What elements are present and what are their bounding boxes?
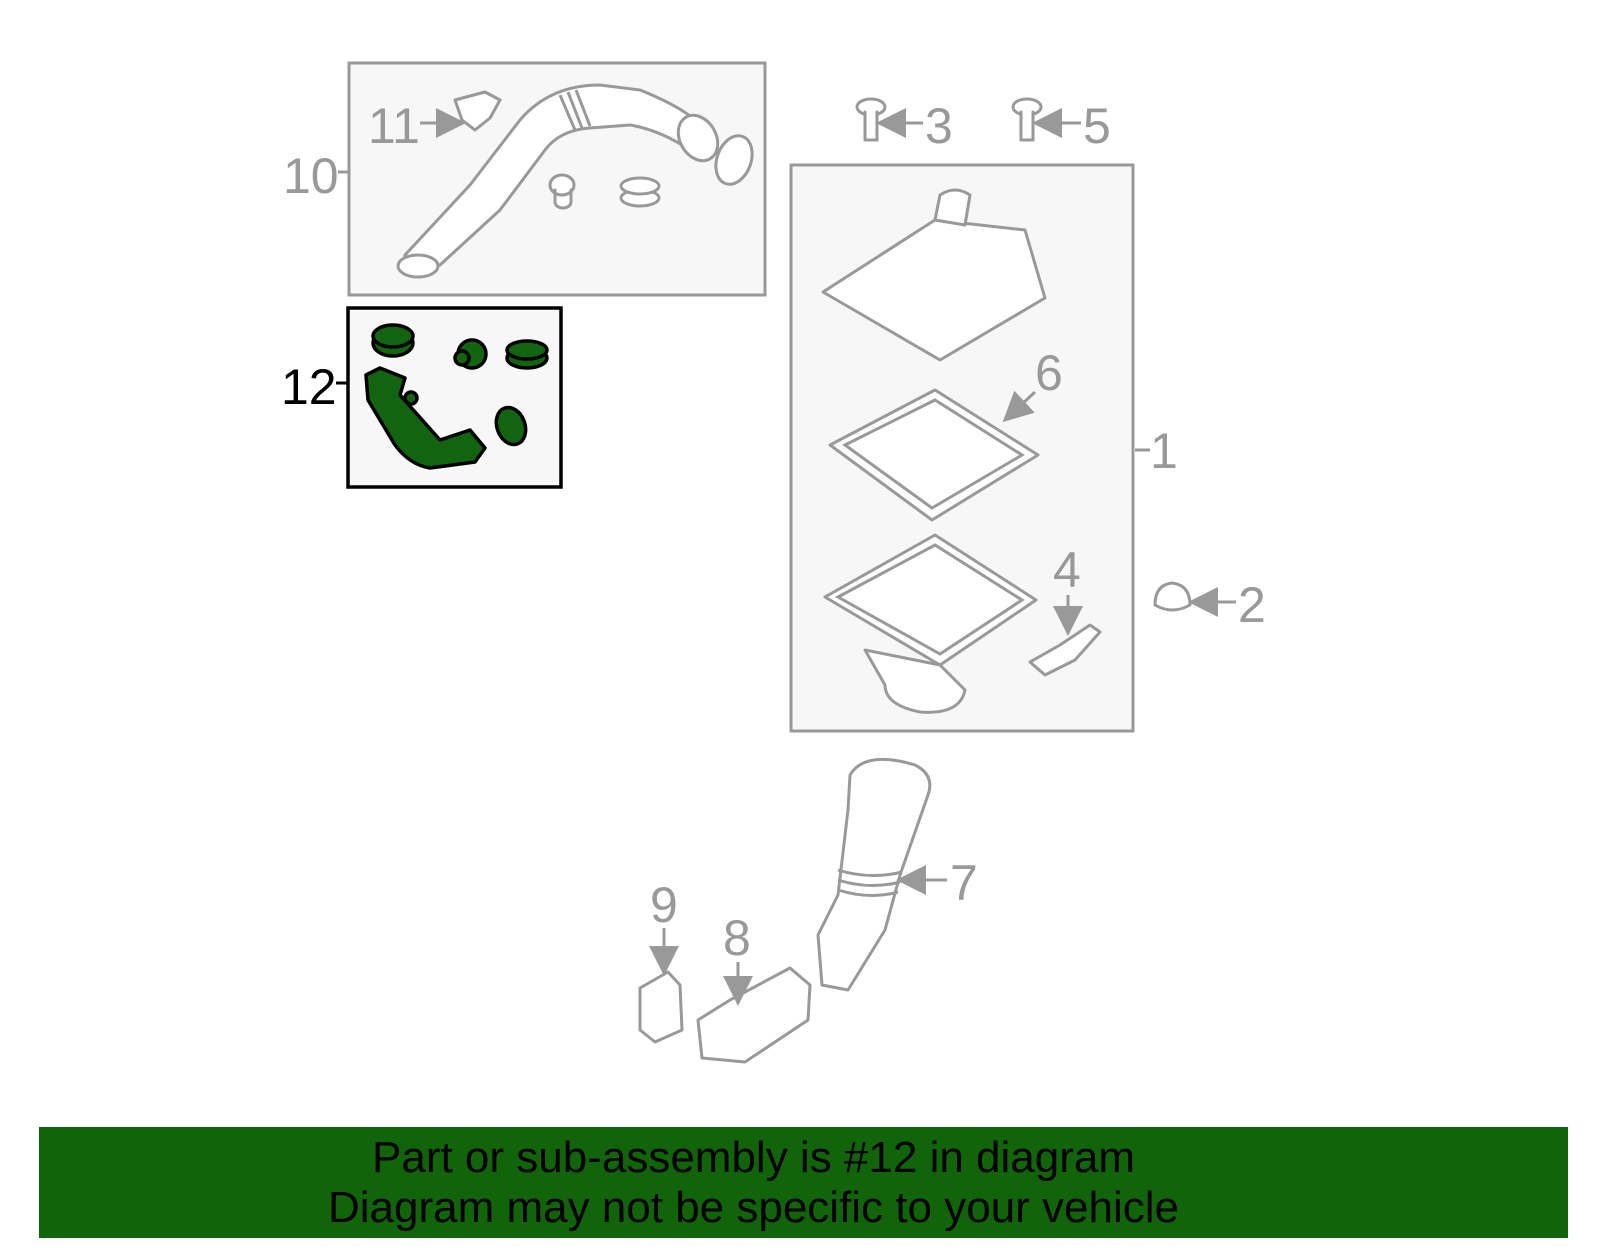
cover-inlet — [933, 188, 972, 227]
callout-11: 11 — [368, 98, 420, 154]
tube-ribs — [558, 89, 592, 131]
cap-12-top — [371, 323, 415, 349]
grommet — [548, 173, 576, 210]
bracket-4 — [1028, 623, 1102, 677]
callout-8: 8 — [723, 910, 751, 966]
callout-7: 7 — [950, 855, 978, 911]
banner-line-1: Part or sub-assembly is #12 in diagram — [372, 1133, 1135, 1182]
screw-3[interactable]: 3 — [855, 97, 953, 154]
air-duct-8[interactable]: 8 — [696, 910, 812, 1064]
callout-4: 4 — [1053, 542, 1081, 598]
screw-5[interactable]: 5 — [1011, 97, 1111, 154]
intake-hose-12 — [364, 366, 487, 470]
callout-9: 9 — [650, 877, 678, 933]
filter-element-6 — [828, 388, 1040, 522]
disclaimer-banner: Part or sub-assembly is #12 in diagram D… — [39, 1127, 1568, 1238]
seal-9[interactable]: 9 — [638, 877, 684, 1044]
callout-5: 5 — [1083, 98, 1111, 154]
callout-2: 2 — [1238, 577, 1266, 633]
banner-line-2: Diagram may not be specific to your vehi… — [327, 1183, 1180, 1232]
callout-10: 10 — [283, 148, 339, 204]
tube-end — [396, 253, 440, 279]
clamp-ring — [714, 134, 754, 186]
intake-tube-10 — [403, 83, 707, 270]
tube-outlet — [676, 113, 720, 163]
callout-12: 12 — [281, 359, 337, 415]
nut-2[interactable]: 2 — [1153, 577, 1266, 633]
air-box-lower — [823, 533, 1038, 667]
grommet-12-stem — [453, 349, 471, 367]
air-cleaner-cover — [821, 218, 1047, 362]
assembly-box-10[interactable]: 10 11 — [283, 61, 767, 297]
seal-ring-top — [619, 176, 661, 196]
assembly-box-1[interactable]: 1 6 4 — [789, 163, 1178, 733]
air-duct-7[interactable]: 7 — [816, 757, 978, 992]
assembly-box-12[interactable]: 12 — [281, 306, 563, 489]
lower-outlet — [863, 648, 967, 714]
clamp-ring-12 — [494, 405, 528, 447]
callout-6: 6 — [1035, 345, 1063, 401]
callout-3: 3 — [925, 98, 953, 154]
seal-12-top — [505, 339, 549, 361]
hose-port — [403, 390, 419, 406]
callout-1: 1 — [1150, 423, 1178, 479]
